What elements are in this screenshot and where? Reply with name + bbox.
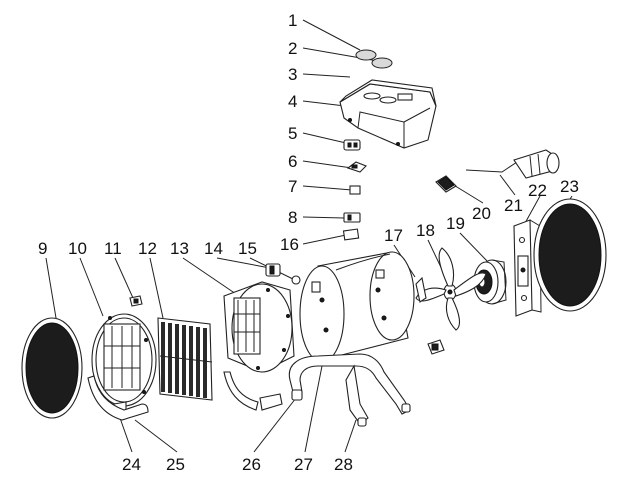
label-7: 7 <box>288 177 297 196</box>
label-24: 24 <box>122 455 141 474</box>
label-16: 16 <box>280 235 299 254</box>
thermostat-14 <box>265 263 281 277</box>
label-25: 25 <box>166 455 185 474</box>
knob-1 <box>355 49 377 61</box>
label-22: 22 <box>528 181 547 200</box>
label-23: 23 <box>560 177 579 196</box>
label-9: 9 <box>38 239 47 258</box>
label-10: 10 <box>68 239 87 258</box>
label-8: 8 <box>288 208 297 227</box>
label-28: 28 <box>334 455 353 474</box>
heating-element <box>157 317 213 401</box>
knob-nut <box>427 339 445 355</box>
knob-2 <box>371 57 393 69</box>
wire-clip <box>223 371 259 411</box>
switch-5 <box>343 139 361 151</box>
label-14: 14 <box>204 239 223 258</box>
label-18: 18 <box>416 221 435 240</box>
label-13: 13 <box>170 239 189 258</box>
label-1: 1 <box>288 11 297 30</box>
label-20: 20 <box>472 204 491 223</box>
wire-clip-2 <box>259 393 283 411</box>
label-17: 17 <box>384 226 403 245</box>
motor <box>473 259 507 305</box>
screw-11 <box>129 295 143 307</box>
label-21: 21 <box>504 196 523 215</box>
rear-grille <box>533 198 607 312</box>
connector-7 <box>349 185 361 195</box>
drum-body <box>299 251 415 363</box>
clip-6 <box>346 161 367 173</box>
stand-frame <box>288 353 411 427</box>
label-19: 19 <box>446 214 465 233</box>
connector-8 <box>343 212 361 223</box>
front-panel <box>223 281 295 373</box>
label-12: 12 <box>138 239 157 258</box>
front-grille <box>21 317 83 419</box>
screw-15 <box>291 275 301 285</box>
label-6: 6 <box>288 152 297 171</box>
bottom-bracket <box>87 375 149 421</box>
clip-17 <box>415 276 427 303</box>
label-11: 11 <box>104 239 122 258</box>
control-housing <box>339 79 437 149</box>
motor-bracket <box>513 219 542 317</box>
label-26: 26 <box>242 455 261 474</box>
front-frame <box>91 313 157 407</box>
label-27: 27 <box>294 455 313 474</box>
label-5: 5 <box>288 124 297 143</box>
label-15: 15 <box>238 239 257 258</box>
label-4: 4 <box>288 92 297 111</box>
callout-labels: 1 2 3 4 5 6 7 8 9 10 11 12 13 14 15 16 1… <box>38 11 579 474</box>
power-cord <box>435 149 560 193</box>
label-3: 3 <box>288 65 297 84</box>
label-2: 2 <box>288 39 297 58</box>
part-16 <box>342 228 360 241</box>
